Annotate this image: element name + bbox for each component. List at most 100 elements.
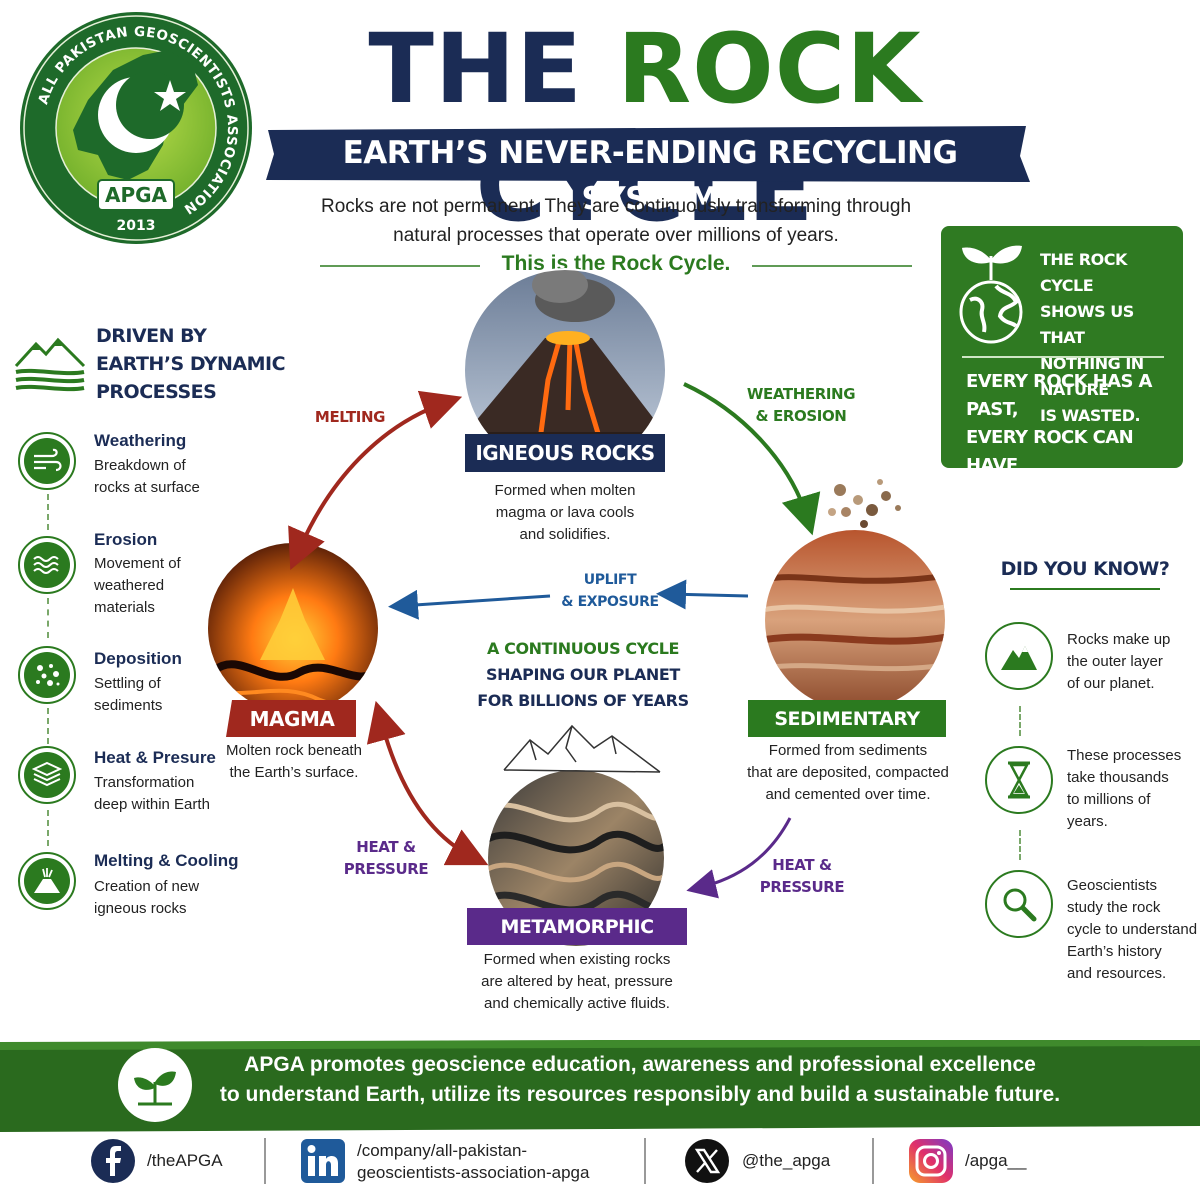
metamorphic-desc-line: are altered by heat, pressure: [481, 973, 673, 990]
fact-line: and resources.: [1067, 965, 1167, 982]
uplift-exposure-label: UPLIFT & EXPOSURE: [550, 569, 670, 613]
water-waves-icon: [18, 536, 76, 594]
apga-logo: ALL PAKISTAN GEOSCIENTISTS ASSOCIATION A…: [20, 12, 252, 244]
callout-line: A NEW FUTURE.: [966, 483, 1119, 504]
mission-banner: [0, 1040, 1200, 1132]
continuous-cycle-text: A CONTINUOUS CYCLE SHAPING OUR PLANET FO…: [470, 636, 696, 714]
sedimentary-label: SEDIMENTARY ROCKS: [774, 708, 920, 768]
fact-line: study the rock: [1067, 899, 1161, 916]
arrow-label-line: PRESSURE: [343, 860, 429, 878]
process-title: Weathering: [94, 431, 187, 450]
process-connector: [47, 708, 49, 744]
instagram-link[interactable]: /apga__: [965, 1151, 1027, 1170]
uplift-exposure-arrow-1: [388, 589, 551, 620]
sedimentary-label-box: [748, 700, 946, 737]
callout-line: EVERY ROCK HAS A PAST,: [966, 371, 1152, 420]
igneous-desc-line: magma or lava cools: [495, 504, 635, 521]
arrow-label-line: WEATHERING: [746, 385, 856, 403]
heat-pressure-right-label: HEAT & PRESSURE: [752, 854, 852, 898]
process-desc-line: Transformation: [94, 774, 195, 791]
wind-icon: [18, 432, 76, 490]
igneous-label: IGNEOUS ROCKS: [475, 441, 655, 465]
fact-connector: [1019, 830, 1021, 860]
magnifier-icon: [985, 870, 1053, 938]
igneous-label-box: [465, 434, 665, 472]
arrow-label-line: & EROSION: [755, 407, 847, 425]
arrow-label-line: & EXPOSURE: [561, 594, 659, 610]
x-twitter-icon[interactable]: [684, 1138, 730, 1184]
mission-line: to understand Earth, utilize its resourc…: [219, 1083, 1061, 1106]
melting-label: MELTING: [314, 408, 386, 426]
driven-title-line: PROCESSES: [96, 381, 217, 403]
process-desc-line: sediments: [94, 697, 163, 714]
callout-line: EVERY ROCK CAN HAVE: [966, 427, 1134, 476]
driven-by-title: DRIVEN BY EARTH’S DYNAMIC PROCESSES: [96, 322, 296, 406]
process-desc: Breakdown of rocks at surface: [94, 455, 200, 499]
x-link[interactable]: @the_apga: [742, 1151, 831, 1170]
process-connector: [47, 494, 49, 530]
intro-text: Rocks are not permanent. They are contin…: [280, 192, 952, 250]
logo-acronym: APGA: [105, 183, 168, 207]
process-title: Heat & Presure: [94, 748, 216, 767]
driven-title-line: EARTH’S DYNAMIC: [96, 353, 286, 375]
fact-line: Earth’s history: [1067, 943, 1162, 960]
arrow-label-line: PRESSURE: [759, 878, 845, 896]
fact-connector: [1019, 706, 1021, 736]
sedimentary-desc-line: that are deposited, compacted: [747, 764, 949, 781]
plant-globe-icon: [959, 245, 1023, 344]
process-desc-line: rocks at surface: [94, 479, 200, 496]
driven-title-line: DRIVEN BY: [96, 325, 207, 347]
intro-line: Rocks are not permanent. They are contin…: [320, 196, 912, 217]
sprout-icon: [118, 1048, 192, 1122]
sedimentary-desc-line: and cemented over time.: [765, 786, 931, 803]
process-connector: [47, 598, 49, 638]
magma-desc-line: Molten rock beneath: [226, 742, 362, 759]
process-title: Melting & Cooling: [94, 851, 239, 870]
melting-arrow: [288, 390, 463, 570]
process-desc-line: igneous rocks: [94, 900, 187, 917]
weathering-erosion-label: WEATHERING & EROSION: [740, 383, 862, 427]
title-word-rock: ROCK: [617, 13, 922, 125]
callout-line: SHOWS US THAT: [1040, 302, 1134, 347]
facebook-icon[interactable]: [90, 1138, 136, 1184]
process-desc-line: Movement of: [94, 555, 181, 572]
sedimentary-desc: Formed from sediments that are deposited…: [737, 740, 959, 806]
metamorphic-desc: Formed when existing rocks are altered b…: [462, 949, 692, 1015]
instagram-icon[interactable]: [908, 1138, 954, 1184]
social-separator: [644, 1138, 646, 1184]
facebook-link[interactable]: /theAPGA: [147, 1151, 223, 1170]
fact-line: to millions of: [1067, 791, 1151, 808]
sedimentary-desc-line: Formed from sediments: [768, 742, 928, 759]
metamorphic-desc-line: Formed when existing rocks: [483, 951, 671, 968]
magma-desc-line: the Earth’s surface.: [229, 764, 359, 781]
fact-line: of our planet.: [1067, 675, 1155, 692]
center-line: FOR BILLIONS OF YEARS: [477, 691, 689, 710]
fact-line: Rocks make up: [1067, 631, 1171, 648]
linkedin-icon[interactable]: [300, 1138, 346, 1184]
heat-pressure-left-label: HEAT & PRESSURE: [336, 836, 436, 880]
heat-pressure-left-arrow: [366, 700, 489, 866]
linkedin-line: geoscientists-association-apga: [357, 1163, 590, 1182]
linkedin-link[interactable]: /company/all-pakistan- geoscientists-ass…: [357, 1140, 589, 1184]
sedimentary-rock-image: [765, 530, 945, 710]
fact-text: Rocks make up the outer layer of our pla…: [1067, 629, 1197, 695]
magma-label-box: [226, 700, 356, 737]
center-line: A CONTINUOUS CYCLE: [486, 639, 680, 658]
igneous-desc-line: Formed when molten: [494, 482, 636, 499]
callout-line: THE ROCK CYCLE: [1040, 250, 1127, 295]
did-you-know-title: DID YOU KNOW?: [1000, 558, 1170, 580]
callout-divider: [962, 356, 1164, 358]
process-title: Deposition: [94, 649, 182, 668]
page-subtitle: EARTH’S NEVER-ENDING RECYCLING SYSTEM: [342, 135, 958, 217]
title-word-the: THE: [368, 13, 583, 125]
process-desc: Movement of weathered materials: [94, 553, 181, 619]
mountain-layers-icon: [14, 337, 86, 392]
process-desc-line: weathered: [94, 577, 165, 594]
weathering-erosion-arrow: [683, 382, 821, 536]
process-title: Erosion: [94, 530, 158, 549]
magma-lava-image: [208, 543, 378, 713]
fact-line: years.: [1067, 813, 1108, 830]
uplift-exposure-arrow-2: [656, 579, 749, 610]
layers-icon: [18, 746, 76, 804]
